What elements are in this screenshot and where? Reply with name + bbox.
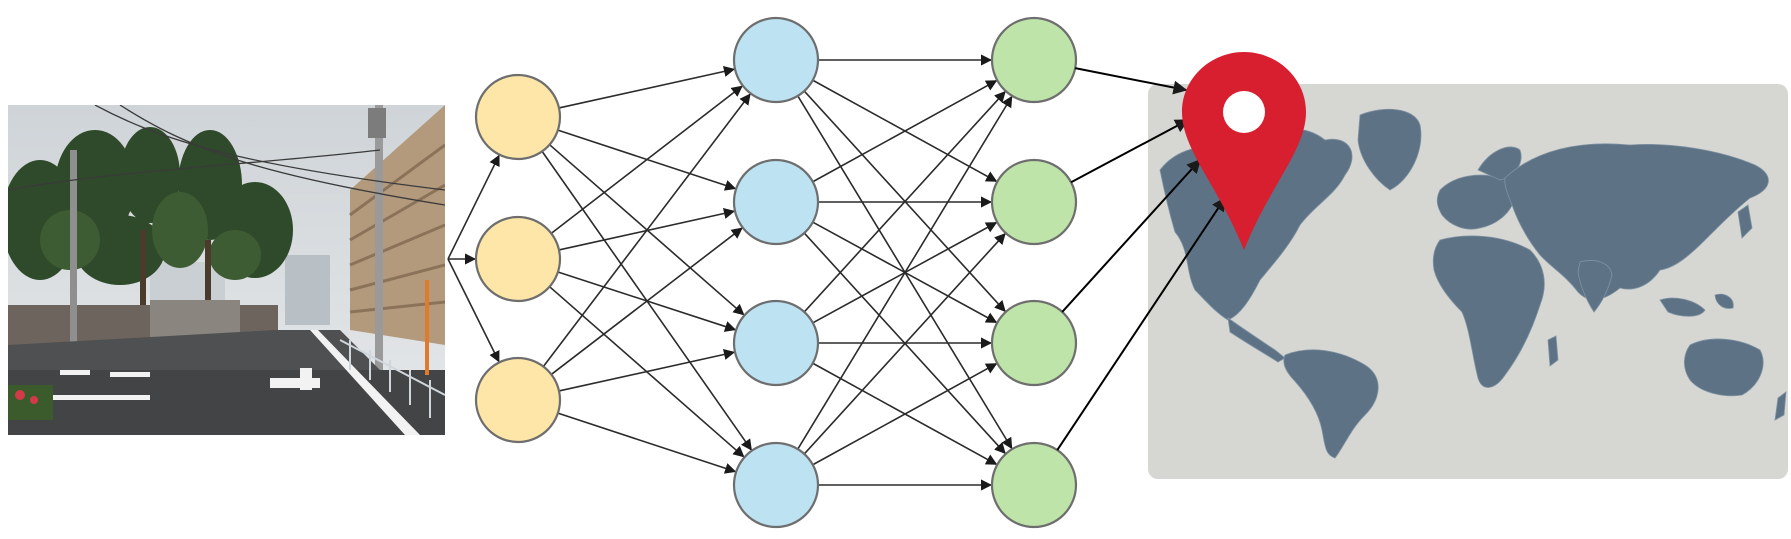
input-node	[474, 73, 562, 161]
network-connections	[447, 54, 1013, 491]
network-edge	[550, 227, 743, 376]
network-nodes	[474, 16, 1078, 529]
output-to-pin-arrow	[1061, 158, 1201, 313]
output-to-pin-arrow	[1075, 67, 1188, 95]
output-node	[990, 16, 1078, 104]
hidden-node	[732, 158, 820, 246]
photo-to-input-arrow	[447, 154, 500, 260]
output-to-map-arrows	[1056, 67, 1226, 451]
location-pin-icon	[1182, 52, 1306, 250]
hidden-node	[732, 299, 820, 387]
output-to-pin-arrow	[1070, 119, 1190, 184]
network-edge	[803, 232, 1006, 455]
network-edge	[558, 348, 736, 392]
street-scene-photo	[8, 105, 445, 435]
network-edge	[550, 85, 743, 234]
network-edge	[542, 93, 751, 368]
network-edge	[558, 65, 736, 109]
output-node	[990, 299, 1078, 387]
network-edge	[812, 80, 998, 183]
network-edge	[803, 90, 1006, 313]
network-edge	[812, 363, 998, 466]
input-node	[474, 356, 562, 444]
output-node	[990, 158, 1078, 246]
world-map	[1148, 84, 1788, 479]
hidden-node	[732, 441, 820, 529]
hidden-node	[732, 16, 820, 104]
output-node	[990, 441, 1078, 529]
photo-to-input-arrow	[447, 258, 500, 363]
network-edge	[797, 95, 1013, 450]
output-to-pin-arrow	[1056, 196, 1226, 451]
input-node	[474, 215, 562, 303]
network-edge	[557, 412, 737, 474]
